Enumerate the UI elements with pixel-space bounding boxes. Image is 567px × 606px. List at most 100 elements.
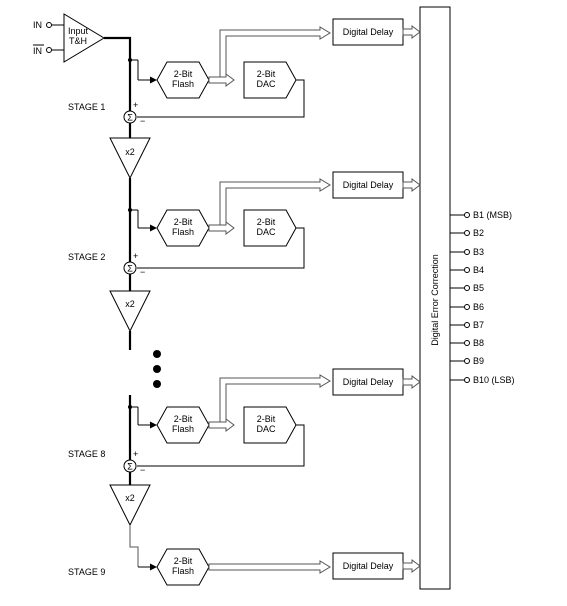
- stage-1-sum-symbol: Σ: [127, 113, 133, 123]
- output-pin: [464, 285, 470, 291]
- stage-2-label: STAGE 2: [68, 252, 105, 262]
- stage-8-flash-line1: 2-Bit: [174, 414, 193, 424]
- stage-2-digital-delay: [332, 171, 404, 199]
- input-track-hold: Input T&H: [63, 13, 105, 63]
- stage-1-delay-to-correction: [402, 25, 421, 39]
- stage-1-flash-to-delay-bus: [219, 26, 331, 78]
- output-pin: [464, 322, 470, 328]
- output-b7: B7: [450, 320, 484, 330]
- output-pin: [464, 358, 470, 364]
- output-pin: [464, 377, 470, 383]
- stage-1-dac-line1: 2-Bit: [257, 69, 276, 79]
- output-b3-label: B3: [473, 247, 484, 257]
- stage-1-amp-label: x2: [125, 147, 135, 157]
- output-b1-label: B1 (MSB): [473, 210, 512, 220]
- stage-2-dac-line2: DAC: [256, 227, 276, 237]
- output-pin: [464, 267, 470, 273]
- stage1-signal-wire: [104, 36, 132, 120]
- stage-1-dac-feedback: [137, 79, 305, 118]
- stage-2-flash-line2: Flash: [172, 227, 194, 237]
- digital-error-correction-block: [419, 6, 451, 590]
- stage-2-flash-to-delay-bus: [219, 178, 331, 226]
- stage-2-sum-symbol: Σ: [127, 264, 133, 274]
- output-b6-label: B6: [473, 302, 484, 312]
- stage-1-label: STAGE 1: [68, 102, 105, 112]
- in-bar-label: IN: [33, 46, 42, 56]
- output-b5-label: B5: [473, 283, 484, 293]
- stage-8-delay-label: Digital Delay: [343, 377, 394, 387]
- output-b4: B4: [450, 265, 484, 275]
- output-b9: B9: [450, 356, 484, 366]
- output-b8-label: B8: [473, 338, 484, 348]
- stage-8-minus: −: [140, 465, 145, 475]
- output-b8: B8: [450, 338, 484, 348]
- in-label: IN: [33, 20, 42, 30]
- stage-2-amp-label: x2: [125, 299, 135, 309]
- stage-2-dac-feedback: [137, 227, 305, 269]
- output-bits: B1 (MSB) B2 B3 B4 B5 B6 B7 B8 B9 B10 (LS…: [450, 210, 515, 385]
- stage-2-dac-block: [243, 209, 297, 247]
- output-pin: [464, 340, 470, 346]
- output-b6: B6: [450, 302, 484, 312]
- ellipsis-dot: [153, 350, 161, 358]
- stage-8-dac-block: [243, 406, 297, 444]
- stage-1-minus: −: [140, 116, 145, 126]
- output-b5: B5: [450, 283, 484, 293]
- stage-8-plus: +: [133, 449, 138, 459]
- stage-9-flash-line2: Flash: [172, 566, 194, 576]
- output-b2: B2: [450, 228, 484, 238]
- stage-9: STAGE 9 2-Bit Flash Digital Delay: [68, 525, 421, 586]
- stage-2-minus: −: [140, 267, 145, 277]
- in-bar-pin: [46, 47, 52, 53]
- stage-9-delay-label: Digital Delay: [343, 561, 394, 571]
- output-b10-label: B10 (LSB): [473, 375, 515, 385]
- stage-1-dac-block: [243, 61, 297, 99]
- stage-8: STAGE 8 2-Bit Flash 2-Bit DAC Σ + − x2 D…: [68, 368, 421, 527]
- stage-1-plus: +: [133, 100, 138, 110]
- stage-2-delay-to-correction: [402, 178, 421, 192]
- output-b2-label: B2: [473, 228, 484, 238]
- stage-1-dac-line2: DAC: [256, 79, 276, 89]
- stage-1: STAGE 1 2-Bit Flash 2-Bit DAC Σ + − x2 D…: [68, 18, 421, 180]
- stage-8-amp-label: x2: [125, 493, 135, 503]
- output-pin: [464, 230, 470, 236]
- in-pin: [46, 22, 52, 28]
- output-pin: [464, 304, 470, 310]
- output-b3: B3: [450, 247, 484, 257]
- stage-8-flash-to-delay-bus: [219, 374, 331, 423]
- digital-error-correction-label: Digital Error Correction: [430, 254, 440, 346]
- stage-9-signal-wire: [129, 525, 139, 567]
- input-th-triangle: [63, 13, 105, 63]
- stage-2-dac-line1: 2-Bit: [257, 217, 276, 227]
- analog-inputs: IN IN: [33, 20, 64, 56]
- ellipsis-dot: [153, 365, 161, 373]
- stage-1-digital-delay: [332, 18, 404, 46]
- stage-8-sum-symbol: Σ: [127, 462, 133, 472]
- stage-8-dac-feedback: [137, 424, 305, 467]
- stage-8-dac-line1: 2-Bit: [257, 414, 276, 424]
- stage-1-flash-line2: Flash: [172, 79, 194, 89]
- stage-2-plus: +: [133, 251, 138, 261]
- output-b9-label: B9: [473, 356, 484, 366]
- stage-2-amplifier: [109, 290, 151, 333]
- stage-8-flash-line2: Flash: [172, 424, 194, 434]
- more-stages-ellipsis: [153, 350, 161, 388]
- stage-9-flash-to-delay-bus: [208, 560, 331, 574]
- stage-9-digital-delay: [332, 552, 404, 580]
- stage-2-flash-line1: 2-Bit: [174, 217, 193, 227]
- input-th-line2: T&H: [69, 36, 87, 46]
- stage-9-delay-to-correction: [402, 559, 421, 573]
- ellipsis-dot: [153, 380, 161, 388]
- stage-8-amplifier: [109, 484, 151, 527]
- stage-1-flash-line1: 2-Bit: [174, 69, 193, 79]
- stage-2: STAGE 2 2-Bit Flash 2-Bit DAC Σ + − x2 D…: [68, 171, 421, 333]
- stage-9-flash-line1: 2-Bit: [174, 556, 193, 566]
- stage-8-dac-line2: DAC: [256, 424, 276, 434]
- stage-1-amplifier: [109, 137, 151, 180]
- stage-1-delay-label: Digital Delay: [343, 27, 394, 37]
- output-pin: [464, 212, 470, 218]
- output-b4-label: B4: [473, 265, 484, 275]
- stage-2-delay-label: Digital Delay: [343, 180, 394, 190]
